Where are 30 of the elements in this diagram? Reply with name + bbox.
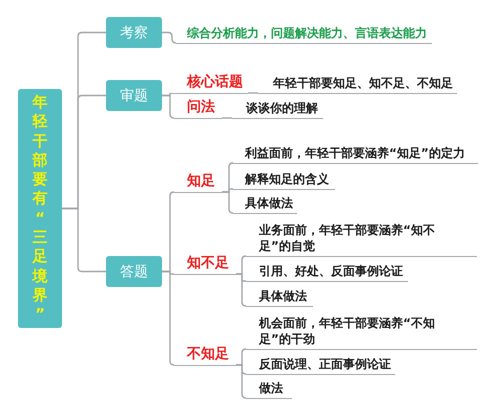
subtopic-label: 机会面前，年轻干部要涵养“不知足”的干劲 <box>246 314 477 350</box>
subtopic-label: 做法 <box>246 380 292 399</box>
topic-label: 知足 <box>174 172 222 193</box>
subtopic-label: 业务面前，年轻干部要涵养“知不足”的自觉 <box>246 222 477 257</box>
subtopic-label: 反面说理、正面事例论证 <box>246 356 395 375</box>
branch-box: 审题 <box>106 80 162 111</box>
subtopic-label: 引用、好处、反面事例论证 <box>246 262 408 282</box>
connector-line <box>222 191 234 214</box>
branch-box: 答题 <box>106 256 162 287</box>
connector-line <box>236 364 247 399</box>
connector-line <box>162 32 177 44</box>
branch-box: 考察 <box>106 17 162 48</box>
connector-line <box>62 208 106 272</box>
topic-label: 问法 <box>174 98 222 119</box>
connector-line <box>248 92 258 94</box>
root-topic-box: 年轻干部要有“三足境界” <box>18 89 62 328</box>
subtopic-label: 具体做法 <box>233 194 297 214</box>
topic-label: 知不足 <box>174 254 236 275</box>
connector-line <box>162 270 175 366</box>
topic-label: 不知足 <box>174 346 236 366</box>
subtopic-label: 利益面前，年轻干部要涵养“知足”的定力 <box>233 144 478 164</box>
subtopic-label: 具体做法 <box>246 288 313 307</box>
connector-line <box>222 117 232 119</box>
subtopic-label: 年轻干部要知足、知不足、不知足 <box>258 74 457 94</box>
subtopic-label: 谈谈你的理解 <box>232 100 323 119</box>
subtopic-label: 解释知足的含义 <box>233 170 335 190</box>
connector-line <box>236 273 247 307</box>
connector-line <box>162 94 175 119</box>
topic-label: 核心话题 <box>170 74 248 94</box>
topic-label: 综合分析能力，问题解决能力、言语表达能力 <box>176 24 432 44</box>
